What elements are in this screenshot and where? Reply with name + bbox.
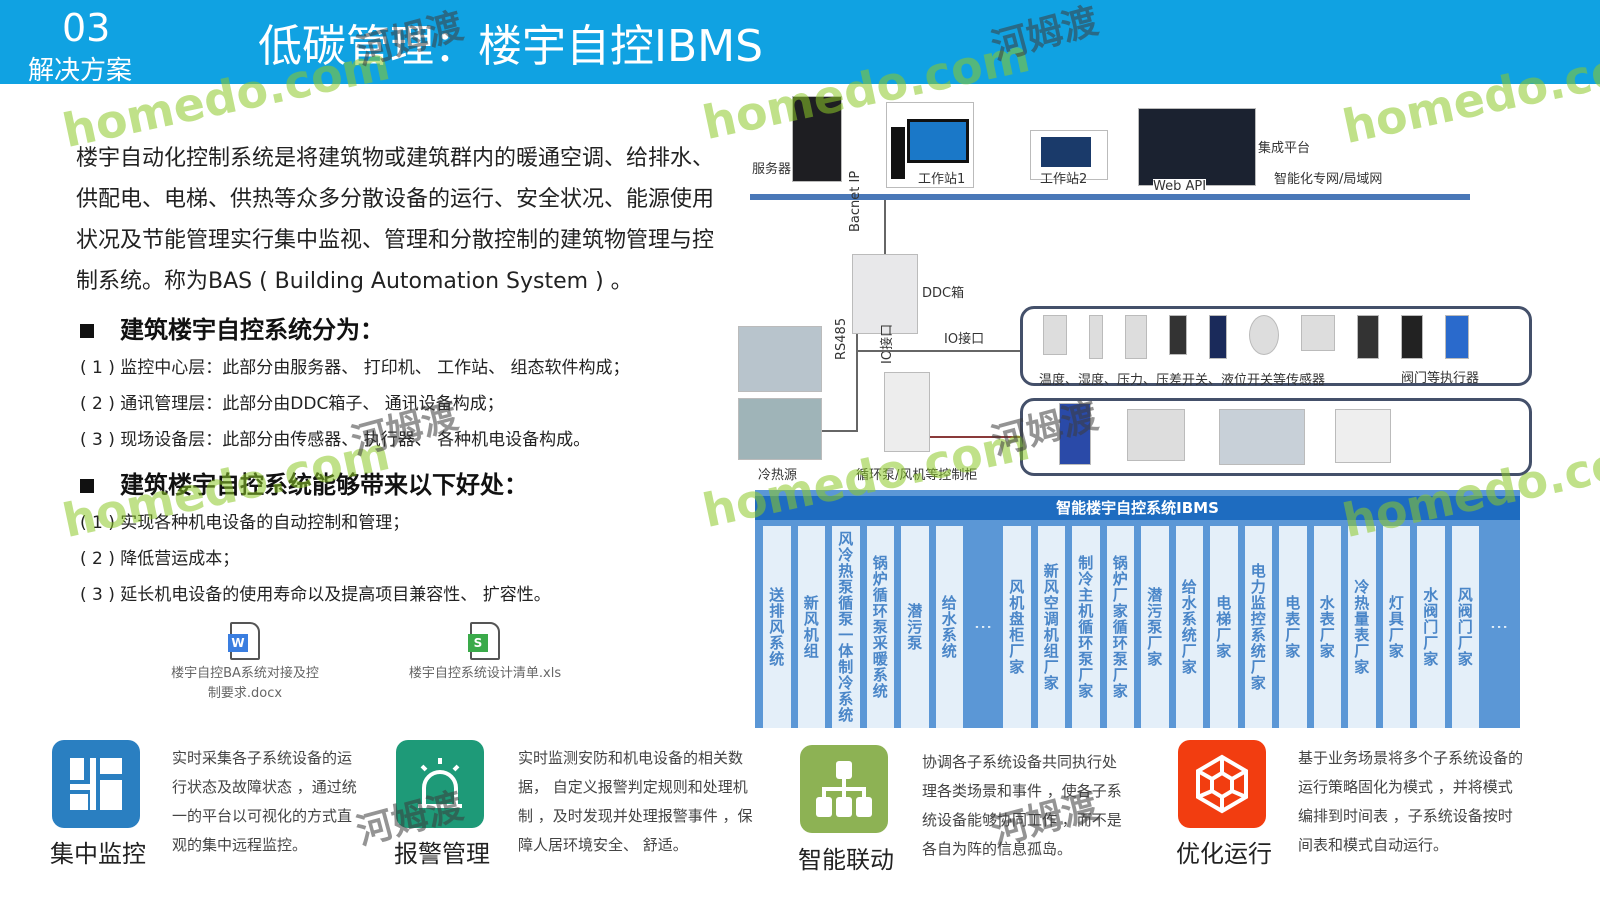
benefit-item: ( 1 ) 实现各种机电设备的自动控制和管理； — [80, 513, 410, 533]
io-label: IO接口 — [944, 332, 985, 347]
section-number: 03 — [62, 6, 111, 50]
ibms-subsystem: 送排风系统 — [763, 526, 791, 728]
ibms-vendor: 水阀门厂家 — [1417, 526, 1445, 728]
ibms-vendor: 新风空调机组厂家 — [1037, 526, 1065, 728]
feature-description: 实时监测安防和机电设备的相关数据， 自定义报警判定规则和处理机制 ，及时发现并处… — [518, 749, 753, 854]
hierarchy-icon — [800, 745, 888, 833]
webapi-label: Web API — [1153, 179, 1207, 194]
rs485-label: RS485 — [834, 317, 849, 360]
server-label: 服务器 — [752, 162, 792, 177]
benefits-heading: 建筑楼宇自控系统能够带来以下好处： — [80, 465, 528, 500]
ibms-title: 智能楼宇自控系统IBMS — [755, 496, 1520, 520]
platform-screen-image — [1138, 108, 1256, 186]
pump-image — [1059, 403, 1091, 465]
ibms-columns: 送排风系统 新风机组 风冷热泵循泵一体制冷系统 锅炉循环泵采暖系统 潜污泵 给水… — [763, 526, 1512, 728]
connector — [930, 436, 1022, 438]
section-label: 解决方案 — [28, 56, 133, 86]
ibms-vendor: 灯具厂家 — [1382, 526, 1410, 728]
ibms-vendor: 冷热量表厂家 — [1348, 526, 1376, 728]
feature-description: 基于业务场景将多个子系统设备的运行策略固化为模式 ，并将模式编排到时间表 ，子系… — [1298, 749, 1524, 854]
more-ellipsis: ⋮ — [1486, 526, 1512, 728]
ibms-panel: 智能楼宇自控系统IBMS 送排风系统 新风机组 风冷热泵循泵一体制冷系统 锅炉循… — [755, 490, 1520, 728]
ibms-vendor: 电表厂家 — [1279, 526, 1307, 728]
source-label: 冷热源 — [758, 468, 798, 483]
benefit-item: ( 3 ) 延长机电设备的使用寿命以及提高项目兼容性、 扩容性。 — [80, 585, 551, 605]
ddc-box-image — [852, 254, 918, 334]
network-label: 智能化专网/局域网 — [1274, 172, 1383, 187]
bullet-square-icon — [80, 479, 94, 493]
layer-item: ( 3 ) 现场设备层：此部分由传感器、 执行器、 各种机电设备构成。 — [80, 430, 591, 450]
bacnet-label: Bacnet IP — [848, 170, 863, 232]
ibms-subsystem: 新风机组 — [797, 526, 825, 728]
cabinet-label: 循环泵/风机等控制柜 — [856, 468, 978, 483]
layers-heading: 建筑楼宇自控系统分为： — [80, 310, 384, 345]
feature-label: 集中监控 — [50, 840, 146, 868]
feature-label: 优化运行 — [1176, 840, 1272, 868]
server-image — [792, 96, 842, 182]
ibms-vendor: 风机盘柜厂家 — [1003, 526, 1031, 728]
layer-item: ( 1 ) 监控中心层：此部分由服务器、 打印机、 工作站、 组态软件构成； — [80, 358, 630, 378]
connector — [822, 430, 858, 432]
heading-text: 建筑楼宇自控系统能够带来以下好处： — [120, 471, 528, 499]
workstation1-image — [886, 102, 974, 188]
feature-description: 协调各子系统设备共同执行处理各类场景和事件 ，使各子系统设备能够协同工作 ，而不… — [922, 753, 1122, 858]
ibms-subsystem: 锅炉循环泵采暖系统 — [866, 526, 894, 728]
ibms-vendor: 潜污泵厂家 — [1141, 526, 1169, 728]
chiller-image — [738, 326, 822, 392]
diffuser-image — [1335, 409, 1391, 463]
ibms-subsystem: 给水系统 — [935, 526, 963, 728]
workstation2-image — [1030, 130, 1108, 180]
actuators-label: 阀门等执行器 — [1401, 371, 1480, 386]
alarm-light-icon — [396, 740, 484, 828]
benefit-item: ( 2 ) 降低营运成本； — [80, 549, 240, 569]
io-label: IO接口 — [880, 323, 895, 364]
spreadsheet-file-icon: S — [468, 622, 500, 660]
control-cabinet-image — [884, 372, 930, 452]
workstation2-label: 工作站2 — [1040, 172, 1088, 187]
sensors-label: 温度、湿度、压力、压差开关、液位开关等传感器 — [1039, 373, 1326, 388]
attachment-xls[interactable]: S 楼宇自控系统设计清单.xls — [405, 622, 565, 684]
file-name: 楼宇自控BA系统对接及控制要求.docx — [171, 666, 319, 701]
ibms-vendor: 风阀门厂家 — [1451, 526, 1479, 728]
platform-label: 集成平台 — [1258, 141, 1311, 156]
ibms-subsystem: 潜污泵 — [901, 526, 929, 728]
header-bar: 03 解决方案 低碳管理：楼宇自控IBMS — [0, 0, 1600, 86]
heading-text: 建筑楼宇自控系统分为： — [120, 316, 384, 344]
sensor-group: 温度、湿度、压力、压差开关、液位开关等传感器 阀门等执行器 — [1020, 306, 1532, 388]
feature-label: 报警管理 — [394, 840, 490, 868]
ibms-vendor: 给水系统厂家 — [1175, 526, 1203, 728]
air-handler-image — [1219, 409, 1305, 465]
connector — [884, 200, 886, 256]
workstation1-label: 工作站1 — [918, 172, 966, 187]
equipment-group — [1020, 398, 1532, 476]
attachment-docx[interactable]: W 楼宇自控BA系统对接及控制要求.docx — [165, 622, 325, 704]
connector — [856, 350, 1022, 352]
monitor-dashboard-icon — [52, 740, 140, 828]
more-ellipsis: ⋮ — [970, 526, 996, 728]
ibms-vendor: 电力监控系统厂家 — [1244, 526, 1272, 728]
ibms-vendor: 锅炉厂家循环泵厂家 — [1106, 526, 1134, 728]
ibms-vendor: 电梯厂家 — [1210, 526, 1238, 728]
network-hexagon-icon — [1178, 740, 1266, 828]
boiler-image — [738, 398, 822, 460]
file-name: 楼宇自控系统设计清单.xls — [408, 666, 562, 681]
word-file-icon: W — [228, 622, 260, 660]
bullet-square-icon — [80, 324, 94, 338]
connector — [856, 334, 858, 430]
page-title: 低碳管理：楼宇自控IBMS — [258, 21, 764, 72]
ibms-subsystem: 风冷热泵循泵一体制冷系统 — [832, 526, 860, 728]
ibms-vendor: 制冷主机循环泵厂家 — [1072, 526, 1100, 728]
feature-description: 实时采集各子系统设备的运行状态及故障状态 ，通过统一的平台以可视化的方式直观的集… — [172, 749, 357, 854]
network-bus — [750, 194, 1470, 200]
feature-label: 智能联动 — [798, 846, 894, 874]
fan-box-image — [1127, 409, 1185, 461]
ibms-vendor: 水表厂家 — [1313, 526, 1341, 728]
intro-text: 楼宇自动化控制系统是将建筑物或建筑群内的暖通空调、给排水、供配电、电梯、供热等众… — [76, 146, 715, 294]
ddc-label: DDC箱 — [922, 286, 965, 301]
sensor-images — [1043, 315, 1469, 359]
layer-item: ( 2 ) 通讯管理层：此部分由DDC箱子、 通讯设备构成； — [80, 394, 504, 414]
